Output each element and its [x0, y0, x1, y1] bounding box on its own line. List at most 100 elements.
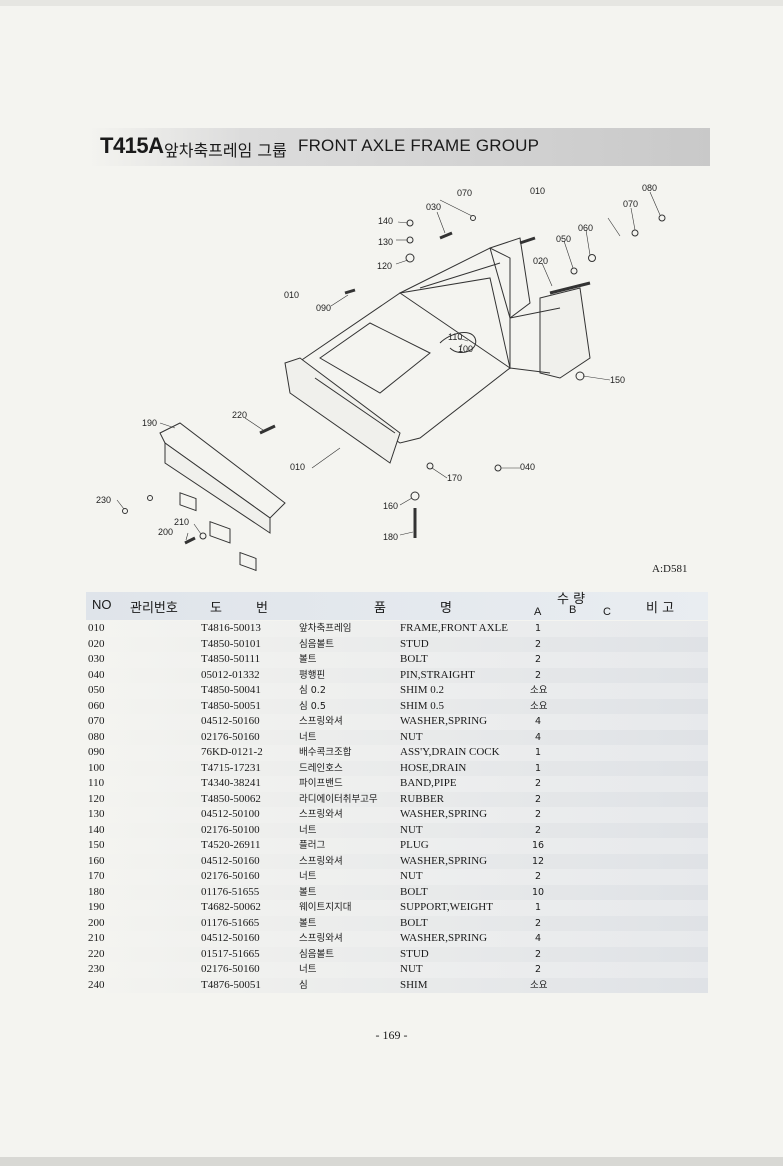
cell-name-english: FRAME,FRONT AXLE — [400, 622, 508, 634]
cell-no: 140 — [88, 823, 105, 836]
weight-support-hole — [179, 492, 197, 512]
diagram-reference-code: A:D581 — [652, 563, 688, 575]
cell-quantity: 10 — [531, 886, 545, 898]
cell-part-number: 02176-50160 — [201, 730, 260, 743]
cell-name-english: NUT — [400, 823, 423, 836]
shim-050 — [570, 267, 578, 275]
cell-quantity: 2 — [534, 809, 542, 820]
callout-label: 080 — [642, 183, 657, 193]
callout-label: 050 — [556, 234, 571, 244]
cell-name-english: PLUG — [400, 839, 429, 851]
cell-part-number: 05012-01332 — [201, 668, 260, 681]
callout-label: 190 — [142, 418, 157, 428]
callout-label: 150 — [610, 375, 625, 385]
washer-070-left — [470, 215, 476, 221]
cell-name-english: BOLT — [400, 916, 428, 929]
cell-part-number: 04512-50100 — [201, 808, 260, 820]
callout-labels: 010 010 010 020 030 040 050 060 070 070 … — [96, 183, 657, 542]
callout-label: 090 — [316, 303, 331, 313]
cell-name-korean: 배수콕크조합 — [299, 747, 352, 758]
cell-name-english: BAND,PIPE — [400, 777, 457, 789]
cell-quantity: 2 — [534, 917, 542, 929]
cell-quantity: 2 — [534, 638, 542, 650]
cell-name-korean: 심 0.5 — [299, 700, 326, 712]
cell-name-korean: 스프링와셔 — [299, 809, 343, 820]
cell-no: 070 — [88, 715, 105, 727]
cell-part-number: 01176-51655 — [201, 885, 260, 898]
cell-quantity: 1 — [534, 762, 542, 774]
cell-no: 130 — [88, 808, 105, 820]
cell-name-english: PIN,STRAIGHT — [400, 668, 475, 681]
cell-quantity: 12 — [531, 855, 545, 867]
cell-name-english: NUT — [400, 870, 423, 882]
cell-name-korean: 볼트 — [299, 917, 317, 929]
cell-name-english: RUBBER — [400, 792, 445, 805]
callout-label: 060 — [578, 223, 593, 233]
cell-name-english: WASHER,SPRING — [400, 854, 488, 867]
table-row: 130 04512-50100 스프링와셔 WASHER,SPRING 2 — [86, 807, 708, 823]
header-remarks: 비 고 — [646, 601, 675, 616]
cell-name-english: STUD — [400, 947, 429, 960]
header-no: NO — [92, 597, 112, 612]
nut-080 — [658, 214, 666, 222]
cell-no: 170 — [88, 870, 105, 882]
section-title-english: FRONT AXLE FRAME GROUP — [298, 136, 540, 155]
header-qty-b: B — [569, 604, 577, 616]
cell-name-korean: 너트 — [299, 824, 317, 836]
plug-150 — [575, 371, 585, 381]
page-edge-bottom — [0, 1157, 783, 1166]
cell-no: 190 — [88, 901, 105, 913]
stud-lower — [549, 281, 591, 295]
callout-label: 010 — [530, 186, 545, 196]
cell-no: 150 — [88, 839, 105, 851]
cell-name-korean: 드레인호스 — [299, 762, 343, 774]
callout-label: 100 — [458, 344, 473, 354]
cell-name-english: BOLT — [400, 653, 428, 665]
frame-rear-plate — [539, 287, 591, 379]
callout-label: 070 — [457, 188, 472, 198]
callout-label: 070 — [623, 199, 638, 209]
callout-label: 140 — [378, 216, 393, 226]
callout-label: 010 — [290, 462, 305, 472]
cell-part-number: 04512-50160 — [201, 932, 260, 944]
cell-part-number: T4715-17231 — [201, 761, 261, 774]
shim-060 — [588, 254, 596, 262]
cell-name-english: SUPPORT,WEIGHT — [400, 901, 493, 913]
washer-070-right — [631, 229, 639, 237]
title-bar — [88, 128, 710, 166]
cell-part-number: T4850-50062 — [201, 792, 261, 805]
cell-name-english: WASHER,SPRING — [400, 808, 488, 820]
cell-no: 100 — [88, 761, 105, 774]
cell-name-korean: 너트 — [299, 964, 317, 975]
cell-name-korean: 심음볼트 — [299, 948, 334, 960]
cell-no: 200 — [88, 916, 105, 929]
cell-quantity: 2 — [534, 669, 542, 681]
cell-quantity: 4 — [534, 731, 542, 743]
cell-no: 010 — [88, 622, 105, 634]
cell-no: 160 — [88, 854, 105, 867]
cell-no: 050 — [88, 684, 105, 696]
bolt-030 — [439, 231, 453, 240]
cell-name-korean: 스프링와셔 — [299, 855, 343, 867]
cell-name-korean: 심 — [299, 979, 308, 991]
cell-name-korean: 너트 — [299, 731, 317, 743]
cell-name-korean: 웨이트지지대 — [299, 902, 352, 913]
callout-label: 170 — [447, 473, 462, 483]
cell-name-korean: 스프링와셔 — [299, 716, 343, 727]
cell-part-number: 76KD-0121-2 — [201, 746, 263, 758]
cell-quantity: 소요 — [530, 979, 548, 991]
cell-name-korean: 앞차축프레임 — [299, 623, 352, 634]
weight-support-face — [164, 442, 271, 534]
cell-quantity: 1 — [534, 747, 542, 758]
nut-170 — [426, 462, 434, 470]
weight-support-top — [159, 422, 286, 519]
